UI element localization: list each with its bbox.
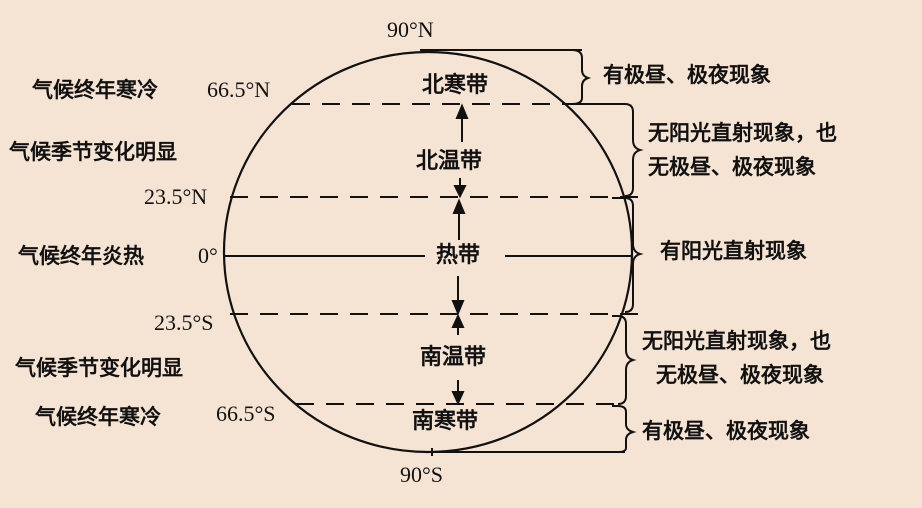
zone-tropical: 热带 [436, 243, 481, 268]
climate-north-frigid: 气候终年寒冷 [32, 78, 158, 102]
phenomena-north-temperate-2: 无极昼、极夜现象 [648, 155, 816, 179]
phenomena-south-temperate-1: 无阳光直射现象，也 [642, 329, 831, 353]
label-66-5N: 66.5°N [207, 77, 271, 102]
phenomena-south-temperate-2: 无极昼、极夜现象 [656, 363, 824, 387]
zone-south-frigid: 南寒带 [412, 409, 479, 434]
braces [565, 49, 644, 453]
zone-south-temperate: 南温带 [420, 345, 487, 370]
label-23-5N: 23.5°N [144, 184, 208, 209]
label-90N: 90°N [387, 17, 434, 42]
label-90S: 90°S [400, 462, 444, 487]
climate-north-temperate: 气候季节变化明显 [9, 140, 177, 164]
zone-north-temperate: 北温带 [416, 149, 483, 174]
phenomena-tropical: 有阳光直射现象 [660, 239, 807, 263]
arrows [451, 103, 469, 406]
phenomena-north-frigid: 有极昼、极夜现象 [603, 63, 771, 87]
globe-outline [222, 50, 634, 454]
label-23-5S: 23.5°S [154, 310, 214, 335]
climate-tropical: 气候终年炎热 [18, 244, 144, 268]
phenomena-south-frigid: 有极昼、极夜现象 [642, 419, 810, 443]
climate-south-frigid: 气候终年寒冷 [35, 405, 161, 429]
phenomena-north-temperate-1: 无阳光直射现象，也 [648, 121, 837, 145]
label-equator: 0° [198, 243, 218, 268]
label-66-5S: 66.5°S [216, 401, 276, 426]
climate-south-temperate: 气候季节变化明显 [15, 356, 183, 380]
zone-north-frigid: 北寒带 [422, 73, 489, 98]
